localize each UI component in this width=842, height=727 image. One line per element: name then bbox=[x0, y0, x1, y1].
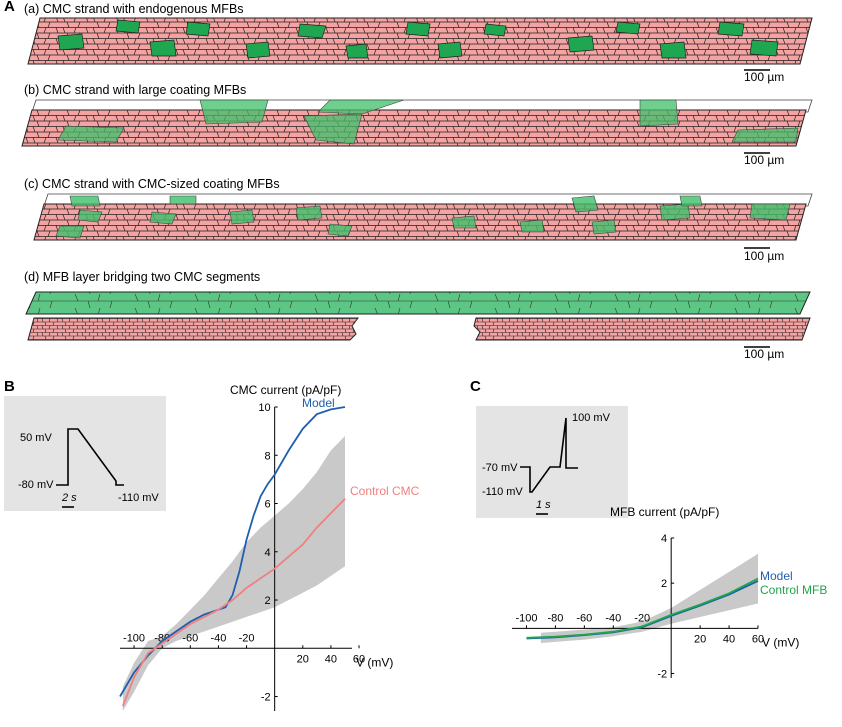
panel-c-low-label: -110 mV bbox=[482, 486, 523, 498]
panel-c-protocol-inset: 100 mV -70 mV -110 mV 1 s bbox=[476, 406, 628, 518]
scale-label-a: 100 µm bbox=[744, 70, 785, 84]
sd-band bbox=[540, 553, 758, 643]
strand-a-caption: (a) CMC strand with endogenous MFBs bbox=[24, 2, 244, 16]
panel-b-letter: B bbox=[4, 378, 15, 395]
chart-b-title: CMC current (pA/pF) bbox=[230, 383, 342, 397]
x-axis-label: V (mV) bbox=[762, 635, 799, 649]
y-tick-label: 4 bbox=[661, 533, 667, 545]
series-line-1 bbox=[121, 498, 346, 707]
panel-a-letter: A bbox=[4, 0, 15, 15]
series-label-1: Control MFB bbox=[760, 583, 827, 597]
x-tick-label: -100 bbox=[515, 612, 537, 624]
strand-b-caption: (b) CMC strand with large coating MFBs bbox=[24, 83, 247, 97]
endogenous-mfbs bbox=[57, 19, 779, 59]
y-tick-label: -2 bbox=[261, 692, 271, 704]
panel-c-letter: C bbox=[470, 378, 481, 395]
strand-b bbox=[21, 99, 813, 147]
strand-c-caption: (c) CMC strand with CMC-sized coating MF… bbox=[24, 177, 280, 191]
x-tick-label: -20 bbox=[634, 612, 650, 624]
strand-d bbox=[25, 291, 811, 341]
x-tick-label: -40 bbox=[210, 632, 226, 644]
panel-c-time-label: 1 s bbox=[536, 499, 551, 511]
y-tick-label: 4 bbox=[265, 547, 271, 559]
x-tick-label: 60 bbox=[353, 653, 365, 665]
x-tick-label: -80 bbox=[547, 612, 563, 624]
x-tick-label: 60 bbox=[752, 633, 764, 645]
large-coating-mfbs bbox=[57, 99, 799, 145]
panel-c-protocol-trace bbox=[520, 417, 578, 515]
panel-b-hold-label: -80 mV bbox=[18, 479, 54, 491]
y-tick-label: 2 bbox=[265, 595, 271, 607]
x-tick-label: -100 bbox=[123, 632, 145, 644]
panel-b-low-label: -110 mV bbox=[118, 492, 159, 504]
panel-b-protocol-trace bbox=[56, 428, 124, 508]
x-tick-label: 40 bbox=[723, 633, 735, 645]
x-tick-label: -60 bbox=[182, 632, 198, 644]
scale-label-b: 100 µm bbox=[744, 153, 785, 167]
y-tick-label: 6 bbox=[265, 499, 271, 511]
series-label-0: Model bbox=[760, 569, 793, 583]
x-tick-label: -40 bbox=[605, 612, 621, 624]
y-tick-label: 8 bbox=[265, 450, 271, 462]
x-tick-label: 20 bbox=[694, 633, 706, 645]
y-tick-label: -2 bbox=[657, 668, 667, 680]
panel-b-high-label: 50 mV bbox=[20, 432, 52, 444]
panel-c-hold-label: -70 mV bbox=[482, 462, 518, 474]
strands-illustration bbox=[21, 17, 813, 348]
scale-label-c: 100 µm bbox=[744, 249, 785, 263]
sd-band bbox=[122, 436, 345, 711]
series-line-0 bbox=[119, 406, 346, 697]
x-tick-label: -20 bbox=[239, 632, 255, 644]
strand-d-caption: (d) MFB layer bridging two CMC segments bbox=[24, 270, 261, 284]
mfb-current-chart: -100 -80 -60 -40 -20 20 40 60 -2 2 4 V (mV) ModelCon… bbox=[512, 533, 827, 680]
y-tick-label: 10 bbox=[258, 402, 270, 414]
strand-c bbox=[33, 193, 813, 241]
x-tick-label: -60 bbox=[576, 612, 592, 624]
series-line-1 bbox=[526, 577, 759, 639]
x-tick-label: 20 bbox=[297, 653, 309, 665]
series-label-0: Model bbox=[302, 396, 335, 410]
strand-a bbox=[27, 17, 813, 65]
series-label-1: Control CMC bbox=[350, 484, 420, 498]
scale-bars bbox=[744, 69, 770, 348]
y-tick-label: 2 bbox=[661, 578, 667, 590]
panel-b-protocol-inset: 50 mV -80 mV -110 mV 2 s bbox=[4, 396, 166, 511]
panel-c-high-label: 100 mV bbox=[572, 412, 610, 424]
x-tick-label: 40 bbox=[325, 653, 337, 665]
cmc-sized-coating-mfbs bbox=[55, 195, 791, 239]
chart-c-title: MFB current (pA/pF) bbox=[610, 505, 720, 519]
panel-b-time-label: 2 s bbox=[62, 492, 77, 504]
x-axis-label: V (mV) bbox=[356, 655, 393, 669]
scale-label-d: 100 µm bbox=[744, 347, 785, 361]
